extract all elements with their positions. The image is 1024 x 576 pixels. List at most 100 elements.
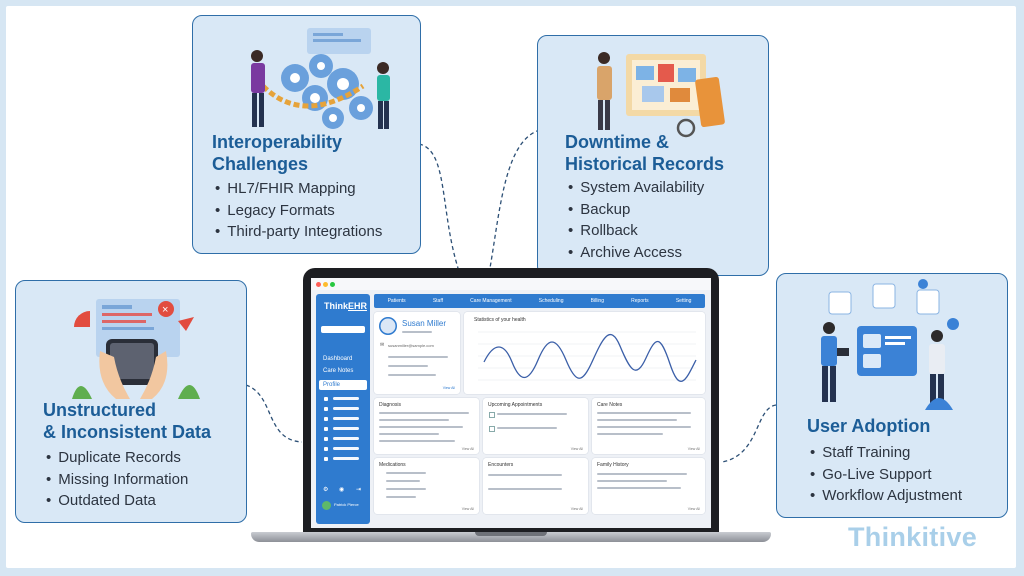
placeholder-line — [379, 419, 449, 421]
placeholder-line — [379, 412, 469, 414]
health-line-chart — [478, 331, 697, 382]
panel-title: Family History — [597, 462, 629, 468]
sidebar-item-dashboard[interactable]: Dashboard — [323, 356, 353, 362]
card-title-line1: Downtime & — [565, 132, 670, 152]
sidebar-placeholder-line[interactable] — [333, 447, 359, 450]
close-dot-icon[interactable] — [316, 282, 321, 287]
placeholder-line — [379, 426, 463, 428]
patient-avatar — [379, 317, 397, 335]
nav-reports[interactable]: Reports — [631, 298, 649, 304]
window-bar — [311, 278, 711, 290]
view-all-link[interactable]: View All — [461, 447, 474, 451]
placeholder-line — [497, 413, 567, 415]
list-item: Missing Information — [46, 469, 188, 491]
sidebar-placeholder-line[interactable] — [333, 437, 359, 440]
placeholder-line — [488, 488, 562, 490]
nav-staff[interactable]: Staff — [432, 298, 444, 304]
nav-patients[interactable]: Patients — [387, 298, 406, 304]
avatar[interactable] — [322, 501, 331, 510]
stats-title: Statistics of your health — [474, 317, 526, 323]
placeholder-line — [597, 480, 667, 482]
bullet-list: HL7/FHIR Mapping Legacy Formats Third-pa… — [215, 178, 382, 243]
nav-billing[interactable]: Billing — [590, 298, 604, 304]
card-title-line1: Interoperability — [212, 132, 343, 152]
nav-scheduling[interactable]: Scheduling — [538, 298, 564, 304]
panel-title: Diagnosis — [379, 402, 401, 408]
sidebar-item-care-notes[interactable]: Care Notes — [323, 368, 354, 374]
panel-title: Upcoming Appointments — [488, 402, 543, 408]
list-item: Rollback — [568, 220, 704, 242]
logo-prefix: Think — [324, 301, 348, 311]
family-history-panel: Family History View All — [592, 458, 705, 514]
logout-icon[interactable]: ⇥ — [356, 487, 362, 493]
calendar-icon — [489, 412, 495, 418]
phone-data-errors-illustration: × — [72, 299, 200, 399]
ehr-top-nav: Patients Staff Care Management Schedulin… — [374, 294, 705, 308]
logo-suffix: EHR — [348, 301, 368, 311]
patient-email: susanmiller@sample.com — [388, 343, 434, 348]
placeholder-line — [597, 487, 681, 489]
diagnosis-panel: Diagnosis View All — [374, 398, 479, 454]
card-title-line2: Historical Records — [565, 154, 725, 174]
placeholder-line — [388, 356, 448, 358]
panel-title: Encounters — [488, 462, 514, 468]
list-item: Workflow Adjustment — [810, 485, 962, 507]
list-item: Staff Training — [810, 442, 962, 464]
sidebar-item-profile[interactable]: Profile — [323, 382, 341, 388]
menu-icon — [324, 417, 328, 421]
sidebar-placeholder-line[interactable] — [333, 457, 359, 460]
documents-board-illustration — [597, 52, 725, 138]
gears-chain-people-illustration — [251, 28, 390, 129]
view-all-link[interactable]: View All — [461, 507, 474, 511]
chart-icon — [324, 447, 328, 451]
sidebar-placeholder-line[interactable] — [333, 397, 359, 400]
menu-icon — [324, 437, 328, 441]
menu-icon — [324, 397, 328, 401]
profile-panel: Susan Miller ✉ susanmiller@sample.com Vi… — [374, 312, 460, 394]
list-item: System Availability — [568, 177, 704, 199]
patient-name: Susan Miller — [402, 319, 447, 328]
sidebar-placeholder-line[interactable] — [333, 407, 359, 410]
view-all-link[interactable]: View All — [687, 507, 700, 511]
view-all-link[interactable]: View All — [570, 507, 583, 511]
card-title-line1: Unstructured — [43, 400, 157, 420]
list-item: Third-party Integrations — [215, 221, 382, 243]
user-name: Patrick Pierce — [334, 502, 359, 507]
bullet-list: Duplicate Records Missing Information Ou… — [46, 447, 188, 512]
list-item: HL7/FHIR Mapping — [215, 178, 382, 200]
list-item: Duplicate Records — [46, 447, 188, 469]
ehr-sidebar: ThinkEHR Dashboard Care Notes Profile ⚙ … — [316, 294, 370, 524]
placeholder-line — [597, 433, 663, 435]
maximize-dot-icon[interactable] — [330, 282, 335, 287]
appointments-panel: Upcoming Appointments View All — [483, 398, 588, 454]
placeholder-line — [488, 474, 562, 476]
nav-care-management[interactable]: Care Management — [470, 298, 512, 304]
eye-icon[interactable]: ◉ — [339, 487, 345, 493]
sidebar-placeholder-line[interactable] — [333, 427, 359, 430]
card-unstructured: × Unstructured& Inconsistent Data Duplic… — [15, 280, 247, 523]
list-item: Go-Live Support — [810, 464, 962, 486]
settings-icon[interactable]: ⚙ — [323, 487, 329, 493]
view-all-link[interactable]: View All — [687, 447, 700, 451]
list-item: Backup — [568, 199, 704, 221]
team-training-dashboard-illustration — [821, 279, 959, 410]
view-details-link[interactable]: View All — [442, 386, 455, 390]
card-downtime: Downtime &Historical Records System Avai… — [537, 35, 769, 276]
menu-icon — [324, 457, 328, 461]
placeholder-line — [386, 472, 426, 474]
sidebar-placeholder-line[interactable] — [333, 417, 359, 420]
nav-setting[interactable]: Setting — [675, 298, 692, 304]
placeholder-line — [388, 374, 436, 376]
card-adoption: User Adoption Staff Training Go-Live Sup… — [776, 273, 1008, 518]
panel-title: Care Notes — [597, 402, 623, 408]
stats-panel: Statistics of your health — [464, 312, 705, 394]
svg-text:×: × — [162, 304, 168, 316]
dollar-icon — [324, 407, 328, 411]
view-all-link[interactable]: View All — [570, 447, 583, 451]
minimize-dot-icon[interactable] — [323, 282, 328, 287]
placeholder-line — [386, 496, 416, 498]
placeholder-line — [379, 433, 439, 435]
sidebar-search-input[interactable] — [321, 326, 365, 333]
ehr-screen: ThinkEHR Dashboard Care Notes Profile ⚙ … — [311, 278, 711, 528]
